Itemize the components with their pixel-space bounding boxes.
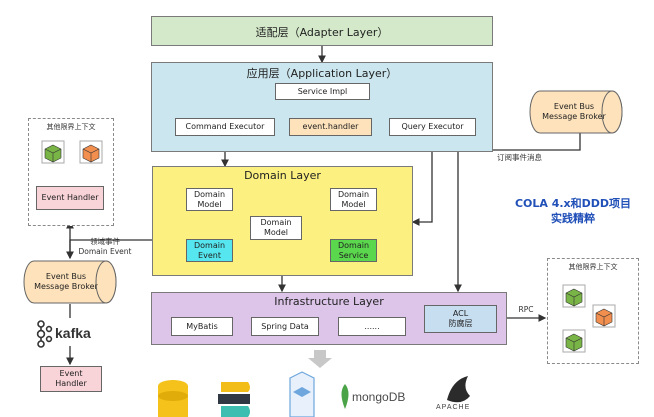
- apache-logo-text: APACHE: [436, 404, 471, 411]
- query-to-domain-arrow: [411, 136, 433, 226]
- left-event-bus-label: Event Bus Message Broker: [34, 272, 98, 291]
- query-executor-box: Query Executor: [389, 118, 476, 136]
- domain-event-flow-label: 领域事件 Domain Event: [78, 237, 132, 256]
- right-context-box: 其他限界上下文: [547, 258, 639, 364]
- mybatis-box: MyBatis: [171, 317, 233, 336]
- cola-title-line1: COLA 4.x和DDD项目: [514, 197, 632, 210]
- spring-data-box: Spring Data: [251, 317, 319, 336]
- application-layer: 应用层（Application Layer）: [151, 62, 493, 152]
- subscribe-label: 订阅事件消息: [497, 153, 542, 162]
- cola-title-line2: 实践精粹: [551, 212, 595, 225]
- domain-service-box: Domain Service: [330, 239, 377, 262]
- mongodb-logo-text: mongoDB: [352, 390, 406, 404]
- adapter-layer: 适配层（Adapter Layer）: [151, 16, 493, 46]
- more-box: ......: [338, 317, 406, 336]
- left-context-title: 其他限界上下文: [46, 123, 96, 131]
- acl-box: ACL 防腐层: [424, 305, 497, 333]
- left-event-handler-box: Event Handler: [36, 186, 104, 210]
- right-context-title: 其他限界上下文: [568, 263, 618, 271]
- application-layer-title: 应用层（Application Layer）: [246, 67, 398, 80]
- infrastructure-layer-title: Infrastructure Layer: [274, 295, 384, 308]
- command-executor-box: Command Executor: [175, 118, 275, 136]
- right-event-bus-label: Event Bus Message Broker: [542, 102, 606, 121]
- event-handler-app-box: event.handler: [289, 118, 372, 136]
- cola-title: COLA 4.x和DDD项目 实践精粹: [505, 196, 641, 226]
- service-impl-box: Service Impl: [275, 83, 370, 100]
- kafka-event-handler-box: Event Handler: [40, 366, 102, 392]
- domain-event-box: Domain Event: [186, 239, 233, 262]
- adapter-layer-title: 适配层（Adapter Layer）: [255, 26, 389, 39]
- domain-layer-title: Domain Layer: [244, 169, 321, 182]
- domain-model-box-3: Domain Model: [250, 216, 302, 240]
- kafka-logo-text: kafka: [55, 325, 91, 341]
- rpc-label: RPC: [518, 305, 534, 314]
- domain-model-box-2: Domain Model: [330, 188, 377, 211]
- domain-model-box-1: Domain Model: [186, 188, 233, 211]
- down-arrow-shape: [308, 350, 332, 368]
